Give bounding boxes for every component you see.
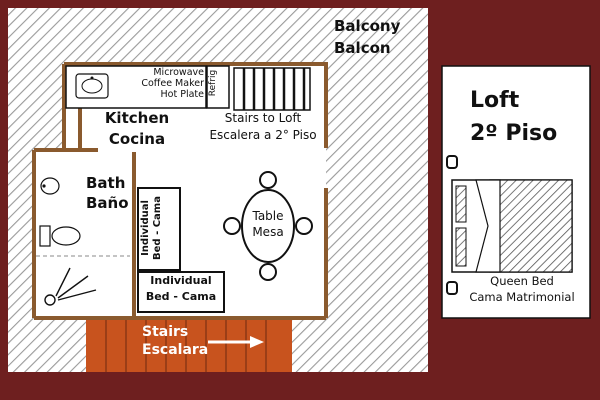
dining-table [223, 171, 313, 281]
bath-label-en: Bath [86, 174, 126, 192]
fridge-label: Refrig [208, 69, 218, 97]
bath-sink-icon [40, 177, 60, 195]
exterior-stairs [86, 318, 292, 372]
balcony-label-en: Balcony [334, 17, 401, 35]
queen-bed [451, 179, 573, 273]
individual-bed-vertical-label-en: Individual [140, 200, 151, 256]
toilet-icon [39, 225, 81, 247]
kitchen-label-en: Kitchen [104, 109, 170, 127]
shower-icon [44, 267, 97, 306]
exterior-stairs-label-es: Escalara [142, 342, 209, 359]
balcony-label: Balcony Balcon [334, 17, 401, 58]
queen-bed-label-es: Cama Matrimonial [469, 290, 575, 305]
kitchen-label: Kitchen Cocina [94, 109, 180, 149]
kitchen-sink-icon [75, 73, 109, 99]
individual-bed-horizontal-label-en: Individual [150, 274, 212, 287]
table-label-es: Mesa [252, 224, 284, 239]
coffee-maker-label: Coffee Maker [141, 77, 204, 89]
microwave-label: Microwave [153, 67, 204, 78]
hot-plate-label: Hot Plate [160, 88, 204, 100]
individual-bed-vertical-label-es: Bed - Cama [151, 196, 163, 260]
exterior-stairs-label: Stairs Escalara [142, 324, 208, 358]
individual-bed-vertical-label: Individual Bed - Cama [140, 188, 163, 268]
individual-bed-vertical [137, 187, 181, 271]
loft-railing-posts [446, 155, 458, 295]
table-label: Table Mesa [244, 209, 292, 240]
queen-bed-label: Queen Bed Cama Matrimonial [452, 274, 592, 305]
walls [32, 62, 328, 320]
individual-bed-horizontal-label-es: Bed - Cama [145, 289, 217, 303]
loft-title: Loft 2º Piso [470, 88, 557, 147]
individual-bed-horizontal-label: Individual Bed - Cama [140, 274, 222, 303]
loft-title-en: Loft [470, 88, 520, 113]
loft-stairs [233, 67, 311, 111]
loft-stairs-label-en: Stairs to Loft [224, 111, 302, 125]
loft-stairs-label-es: Escalera a 2° Piso [209, 127, 317, 142]
exterior-stairs-label-en: Stairs [142, 324, 189, 340]
fridge [206, 65, 230, 109]
bath-label: Bath Baño [86, 174, 129, 213]
bath-label-es: Baño [86, 194, 129, 213]
counter-appliances-label: Microwave Coffee Maker Hot Plate [122, 67, 204, 101]
individual-bed-horizontal [137, 271, 225, 313]
stairs-arrow [208, 336, 264, 348]
queen-bed-label-en: Queen Bed [490, 274, 554, 288]
kitchen-label-es: Cocina [108, 130, 166, 149]
balcony-label-es: Balcon [334, 39, 391, 58]
loft-stairs-label: Stairs to Loft Escalera a 2° Piso [200, 111, 326, 143]
loft-title-es: 2º Piso [470, 121, 558, 147]
table-label-en: Table [252, 209, 284, 223]
